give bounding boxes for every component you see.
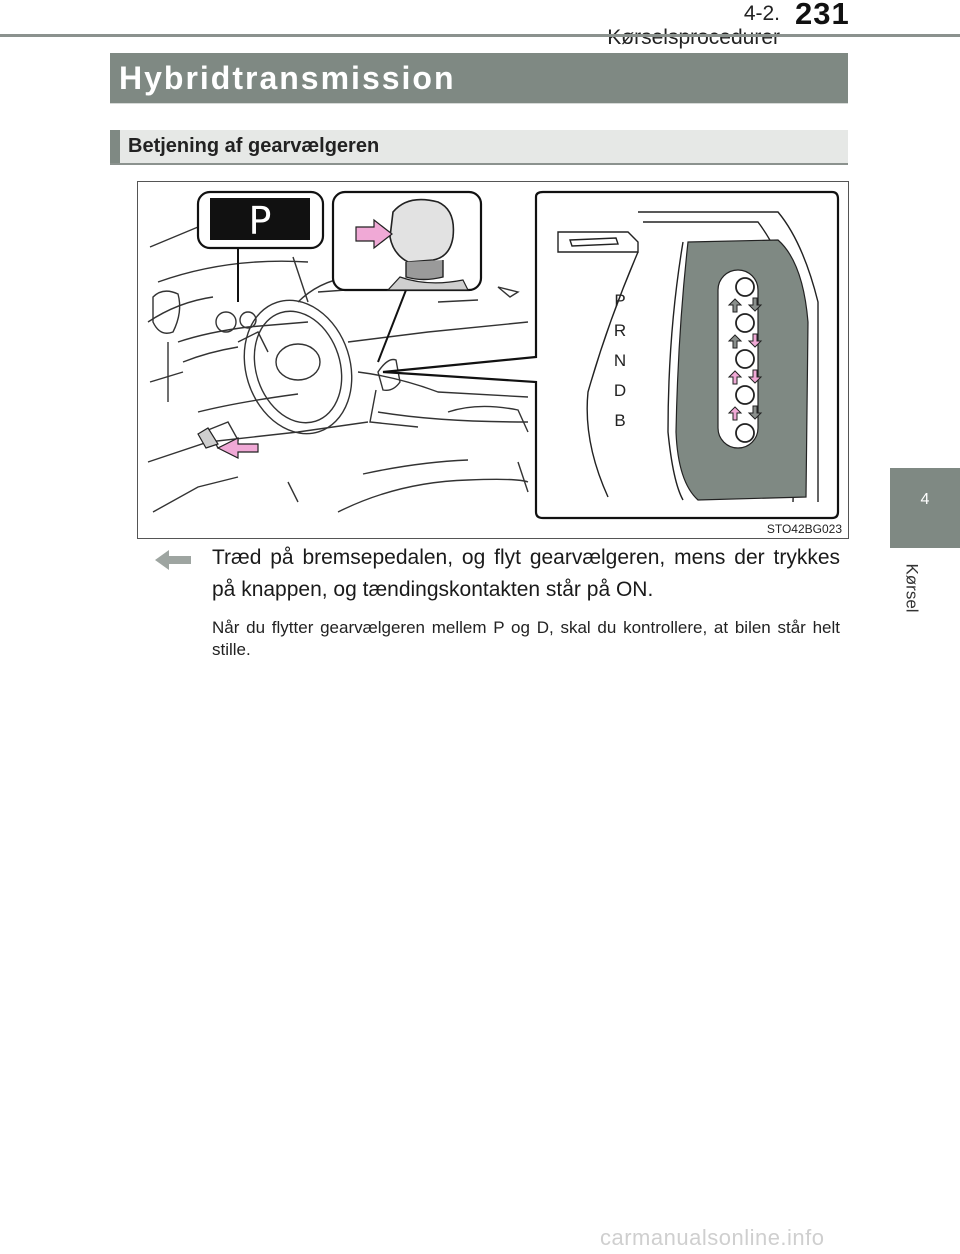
gear-label-p: P — [614, 291, 625, 310]
step-instruction: Træd på bremsepedalen, og flyt gearvælge… — [212, 546, 840, 601]
chapter-number: 4 — [920, 491, 930, 508]
gear-label-r: R — [614, 321, 626, 340]
gear-label-d: D — [614, 381, 626, 400]
indicator-screen — [210, 198, 310, 240]
pink-arrow-knob — [355, 218, 393, 250]
pink-arrow-pedal — [216, 437, 259, 459]
page-title: Hybridtransmission — [119, 60, 456, 96]
subtitle-bar: Betjening af gearvælgeren — [110, 130, 848, 165]
section-subtitle: Betjening af gearvælgeren — [128, 135, 380, 157]
gear-arrows — [727, 297, 763, 421]
chapter-label: Kørsel — [903, 563, 922, 613]
gear-label-b: B — [614, 411, 625, 430]
chapter-label-container: Kørsel — [897, 548, 927, 628]
gear-position-labels: P R N D B — [614, 291, 626, 430]
gear-selector-illustration: P — [137, 181, 849, 539]
figure-code: STO42BG023 — [766, 522, 842, 536]
step-note: Når du flytter gearvælgeren mellem P og … — [212, 618, 840, 659]
chapter-tab[interactable]: 4 — [890, 468, 960, 548]
header-divider — [0, 34, 960, 37]
brake-pedal — [197, 427, 219, 449]
knob-leader-line — [377, 289, 407, 363]
illustration-svg: P — [147, 190, 840, 520]
title-bar: Hybridtransmission — [110, 53, 848, 104]
section-header: 4-2. Kørselsprocedurer — [607, 2, 780, 49]
gear-circles — [735, 277, 755, 443]
gear-label-n: N — [614, 351, 626, 370]
page-number: 231 — [795, 0, 850, 31]
subtitle-accent — [110, 130, 120, 163]
shift-knob-closeup — [386, 198, 469, 291]
indicator-letter: P — [249, 199, 272, 243]
step-arrow-icon — [155, 550, 191, 570]
watermark: carmanualsonline.info — [600, 1225, 825, 1250]
